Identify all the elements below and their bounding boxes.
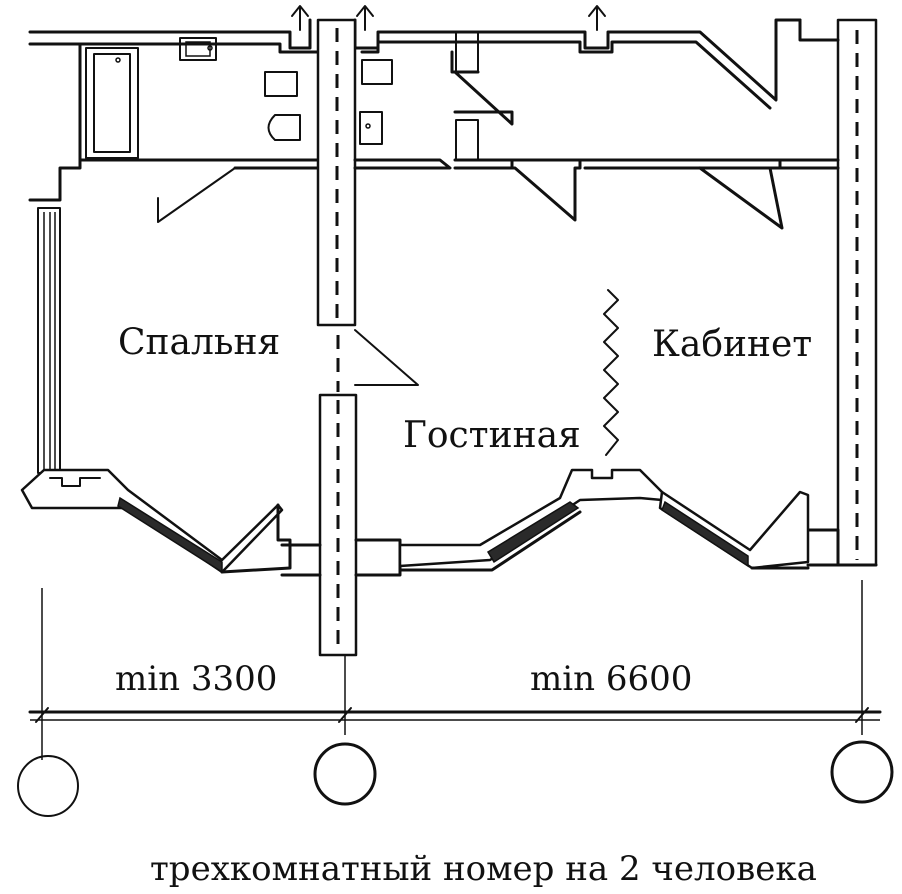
bottom-wall: [20, 468, 810, 577]
axis-marker-middle: [313, 742, 377, 806]
axis-marker-left: [17, 755, 79, 817]
study-walls: [510, 158, 840, 456]
central-wall: [316, 18, 419, 657]
left-wall: [28, 158, 82, 474]
dimension-label-left: min 3300: [115, 659, 277, 699]
axis-marker-right: [830, 740, 894, 804]
top-wall: [28, 5, 802, 110]
service-block: [353, 31, 514, 170]
caption: трехкомнатный номер на 2 человека: [150, 849, 817, 889]
dimension-label-right: min 6600: [530, 659, 692, 699]
bathroom-left: [78, 37, 320, 223]
room-label-bedroom: Спальня: [118, 322, 280, 363]
dimension-lines: [28, 580, 882, 760]
room-label-study: Кабинет: [652, 324, 812, 365]
room-label-living: Гостиная: [403, 415, 581, 456]
right-wall: [798, 18, 878, 567]
